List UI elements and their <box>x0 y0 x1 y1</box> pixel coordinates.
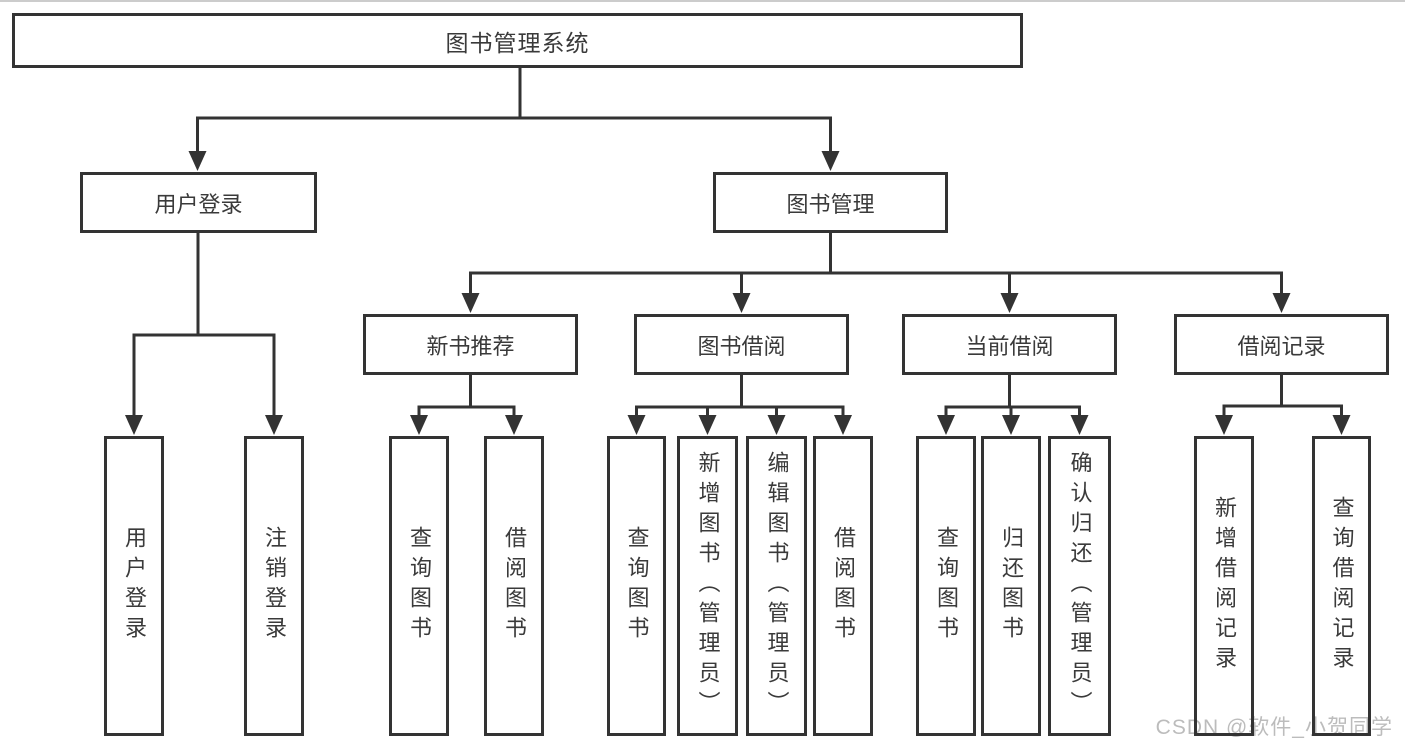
leaf-add-borrow-record: 新增借阅记录 <box>1194 436 1254 736</box>
leaf-user-login: 用户登录 <box>104 436 164 736</box>
node-root: 图书管理系统 <box>12 13 1023 68</box>
leaf-logout-login: 注销登录 <box>244 436 304 736</box>
leaf-query-books-current: 查询图书 <box>916 436 976 736</box>
node-new-book-recommend: 新书推荐 <box>363 314 578 375</box>
node-current-borrow: 当前借阅 <box>902 314 1117 375</box>
top-edge-line <box>0 0 1405 2</box>
node-book-borrow: 图书借阅 <box>634 314 849 375</box>
leaf-query-books-borrow: 查询图书 <box>607 436 666 736</box>
node-user-login: 用户登录 <box>80 172 317 233</box>
leaf-add-book-admin: 新增图书（管理员） <box>677 436 738 736</box>
node-borrow-records: 借阅记录 <box>1174 314 1389 375</box>
leaf-borrow-books-recommend: 借阅图书 <box>484 436 544 736</box>
leaf-query-books-recommend: 查询图书 <box>389 436 449 736</box>
leaf-confirm-return-admin: 确认归还（管理员） <box>1048 436 1111 736</box>
leaf-edit-book-admin: 编辑图书（管理员） <box>746 436 807 736</box>
leaf-query-borrow-record: 查询借阅记录 <box>1312 436 1371 736</box>
leaf-borrow-books: 借阅图书 <box>813 436 873 736</box>
watermark: CSDN @软件_小贺同学 <box>1155 716 1393 739</box>
leaf-return-books: 归还图书 <box>981 436 1041 736</box>
node-book-management: 图书管理 <box>713 172 948 233</box>
